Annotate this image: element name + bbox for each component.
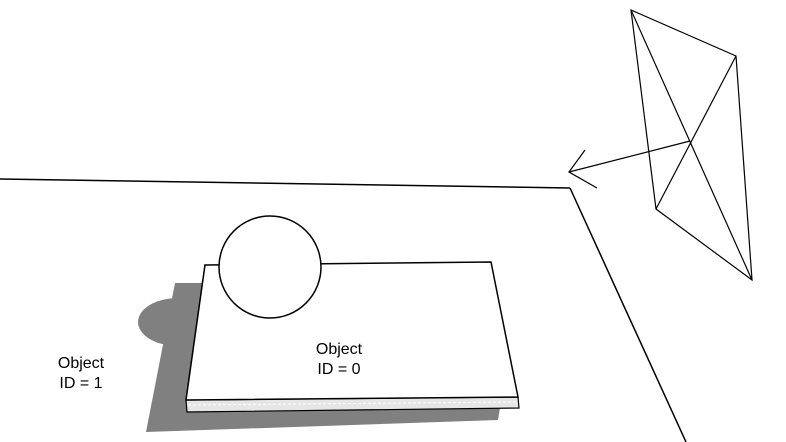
light-diagonal-2 xyxy=(655,55,737,210)
label-object-id-0-line2: ID = 0 xyxy=(317,361,361,378)
sphere-object xyxy=(218,215,322,319)
arrow-shaft xyxy=(568,140,691,173)
light-direction-arrow xyxy=(568,140,691,189)
shadow-slab xyxy=(146,283,500,432)
room-edges xyxy=(0,178,687,442)
label-object-id-1-line2: ID = 1 xyxy=(59,375,103,392)
arrow-head xyxy=(568,149,598,189)
label-object-id-0: Object ID = 0 xyxy=(300,340,378,380)
label-object-id-0-line1: Object xyxy=(315,341,363,358)
light-diagonal-1 xyxy=(630,9,753,281)
side-wall-floor-edge xyxy=(569,187,687,442)
back-wall-floor-edge xyxy=(0,178,571,189)
area-light xyxy=(630,9,753,282)
label-object-id-1: Object ID = 1 xyxy=(42,354,120,394)
label-object-id-1-line1: Object xyxy=(57,355,105,372)
